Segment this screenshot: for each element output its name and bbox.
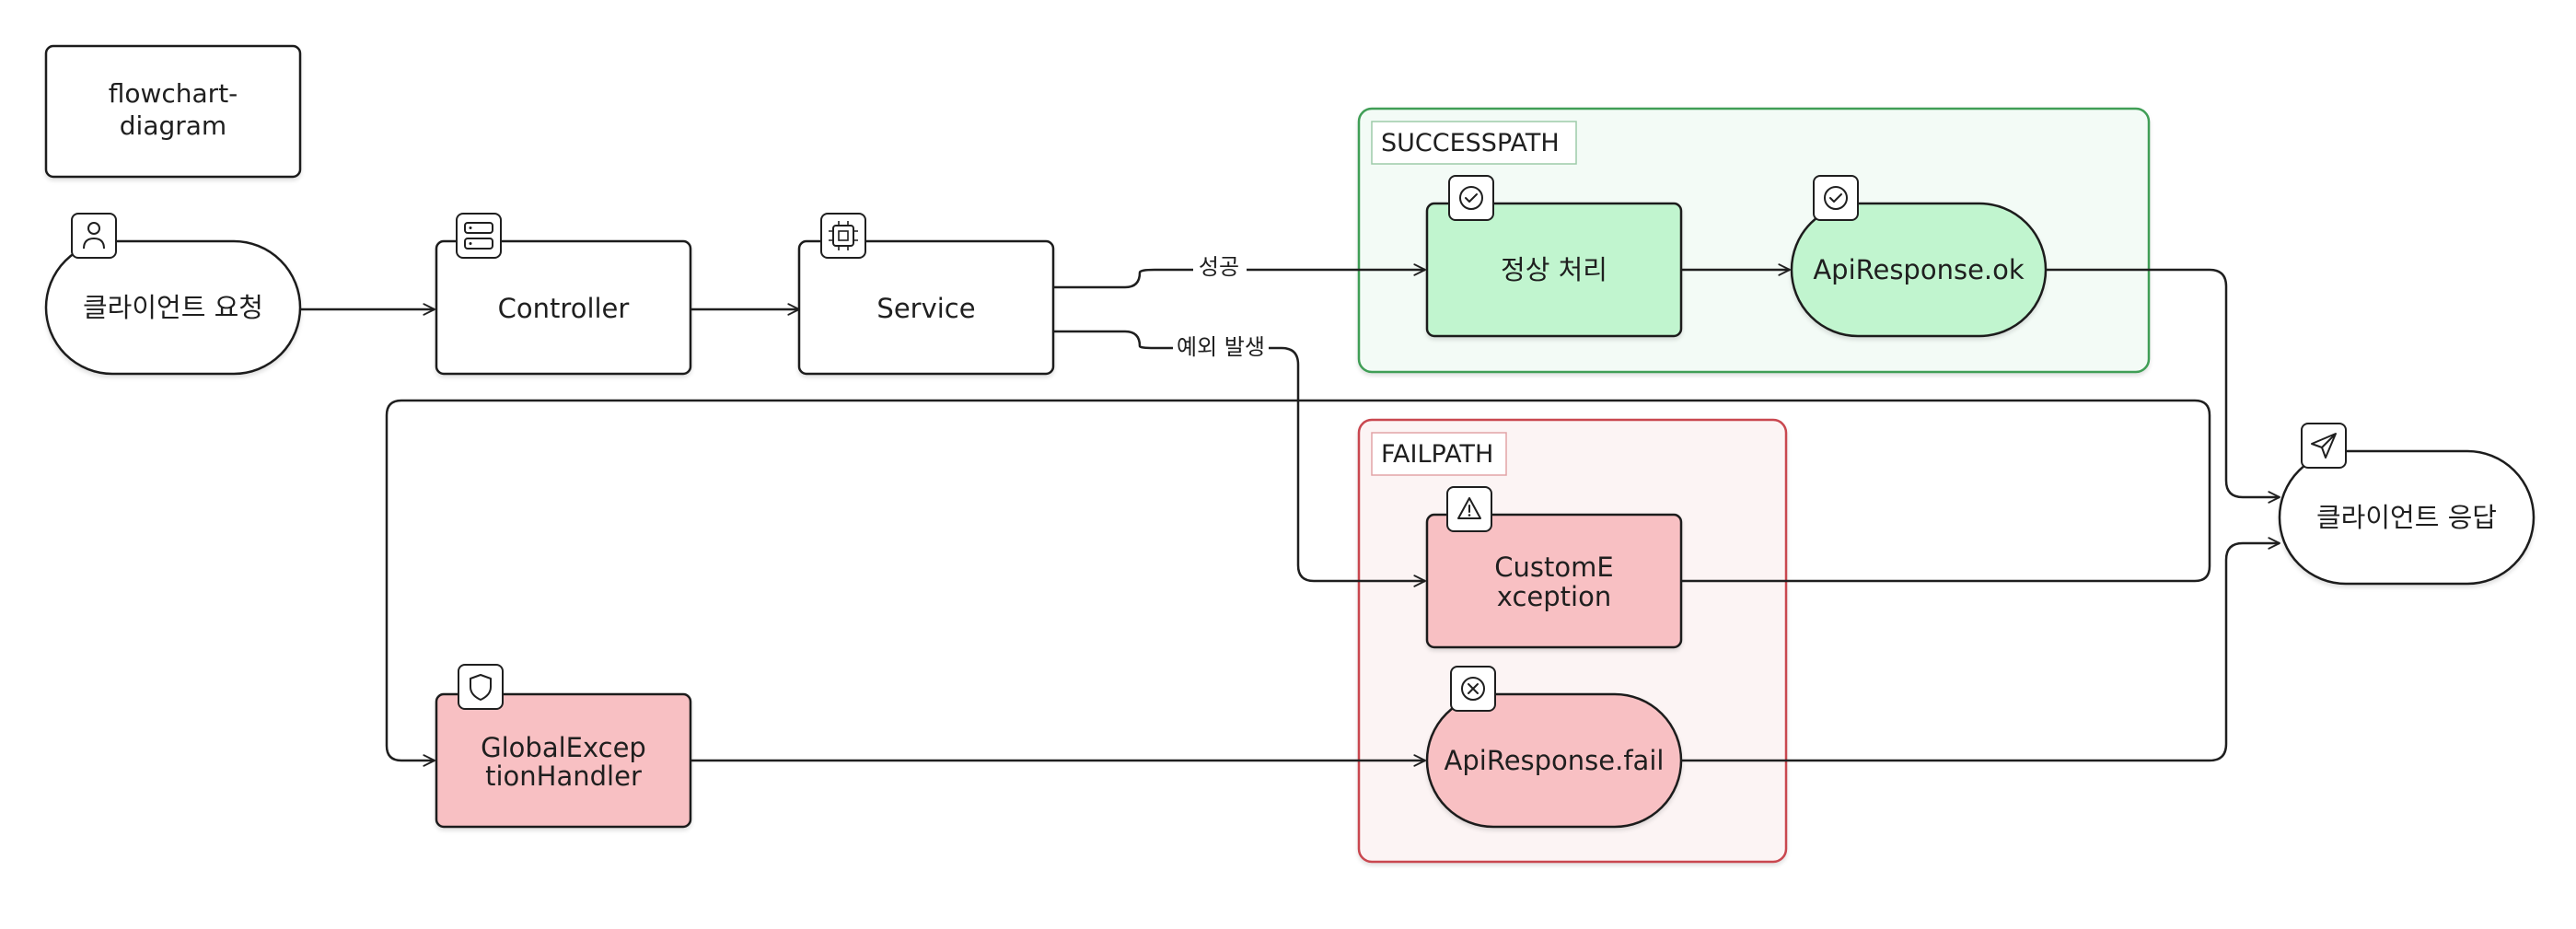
node-api-response-ok-label: ApiResponse.ok (1813, 254, 2025, 285)
node-service-label: Service (876, 293, 975, 324)
node-controller-label: Controller (498, 293, 630, 324)
node-api-response-fail[interactable]: ApiResponse.fail (1425, 666, 1683, 829)
group-fail-label: FAILPATH (1381, 440, 1493, 469)
node-controller[interactable]: Controller (435, 213, 692, 376)
edge-label-exception: 예외 발생 (1173, 331, 1269, 363)
title-box: flowchart- diagram (44, 44, 302, 179)
title-line-1: flowchart- (109, 78, 238, 109)
node-client-response-label: 클라이언트 응답 (2316, 502, 2497, 533)
node-service[interactable]: Service (797, 213, 1055, 376)
node-normal-processing-label: 정상 처리 (1501, 254, 1607, 285)
node-client-request[interactable]: 클라이언트 요청 (44, 213, 302, 376)
edge-service-to-normal (1053, 263, 1426, 289)
edge-api-fail-to-response (1681, 537, 2280, 762)
node-global-exception-handler-line-1: GlobalExcep (481, 732, 646, 763)
node-custom-exception-line-2: xception (1497, 581, 1611, 612)
node-global-exception-handler[interactable]: GlobalExcep tionHandler (435, 664, 692, 829)
check-circle-icon (1448, 175, 1494, 221)
node-api-response-fail-label: ApiResponse.fail (1445, 745, 1665, 776)
warning-triangle-icon (1446, 486, 1492, 532)
edge-api-ok-to-response (2046, 268, 2280, 504)
svg-text:성공: 성공 (1199, 254, 1239, 280)
edge-service-to-custom-exception (1053, 330, 1426, 587)
node-client-request-label: 클라이언트 요청 (83, 292, 263, 323)
user-icon (71, 213, 117, 259)
group-success-label: SUCCESSPATH (1381, 129, 1560, 157)
edges (300, 263, 2280, 767)
server-icon (456, 213, 502, 259)
node-api-response-ok[interactable]: ApiResponse.ok (1790, 175, 2048, 338)
node-client-response[interactable]: 클라이언트 응답 (2278, 423, 2535, 586)
title-line-2: diagram (120, 110, 226, 141)
edge-label-success: 성공 (1193, 251, 1247, 281)
node-custom-exception-line-1: CustomE (1494, 552, 1613, 583)
shield-icon (458, 664, 504, 710)
check-circle-icon (1813, 175, 1859, 221)
node-global-exception-handler-line-2: tionHandler (485, 761, 642, 792)
edge-exception-to-handler (385, 399, 2211, 767)
node-normal-processing[interactable]: 정상 처리 (1425, 175, 1683, 338)
send-icon (2301, 423, 2347, 469)
svg-text:예외 발생: 예외 발생 (1177, 334, 1265, 360)
cpu-chip-icon (820, 213, 866, 259)
x-circle-icon (1450, 666, 1496, 712)
node-custom-exception[interactable]: CustomE xception (1425, 486, 1683, 649)
